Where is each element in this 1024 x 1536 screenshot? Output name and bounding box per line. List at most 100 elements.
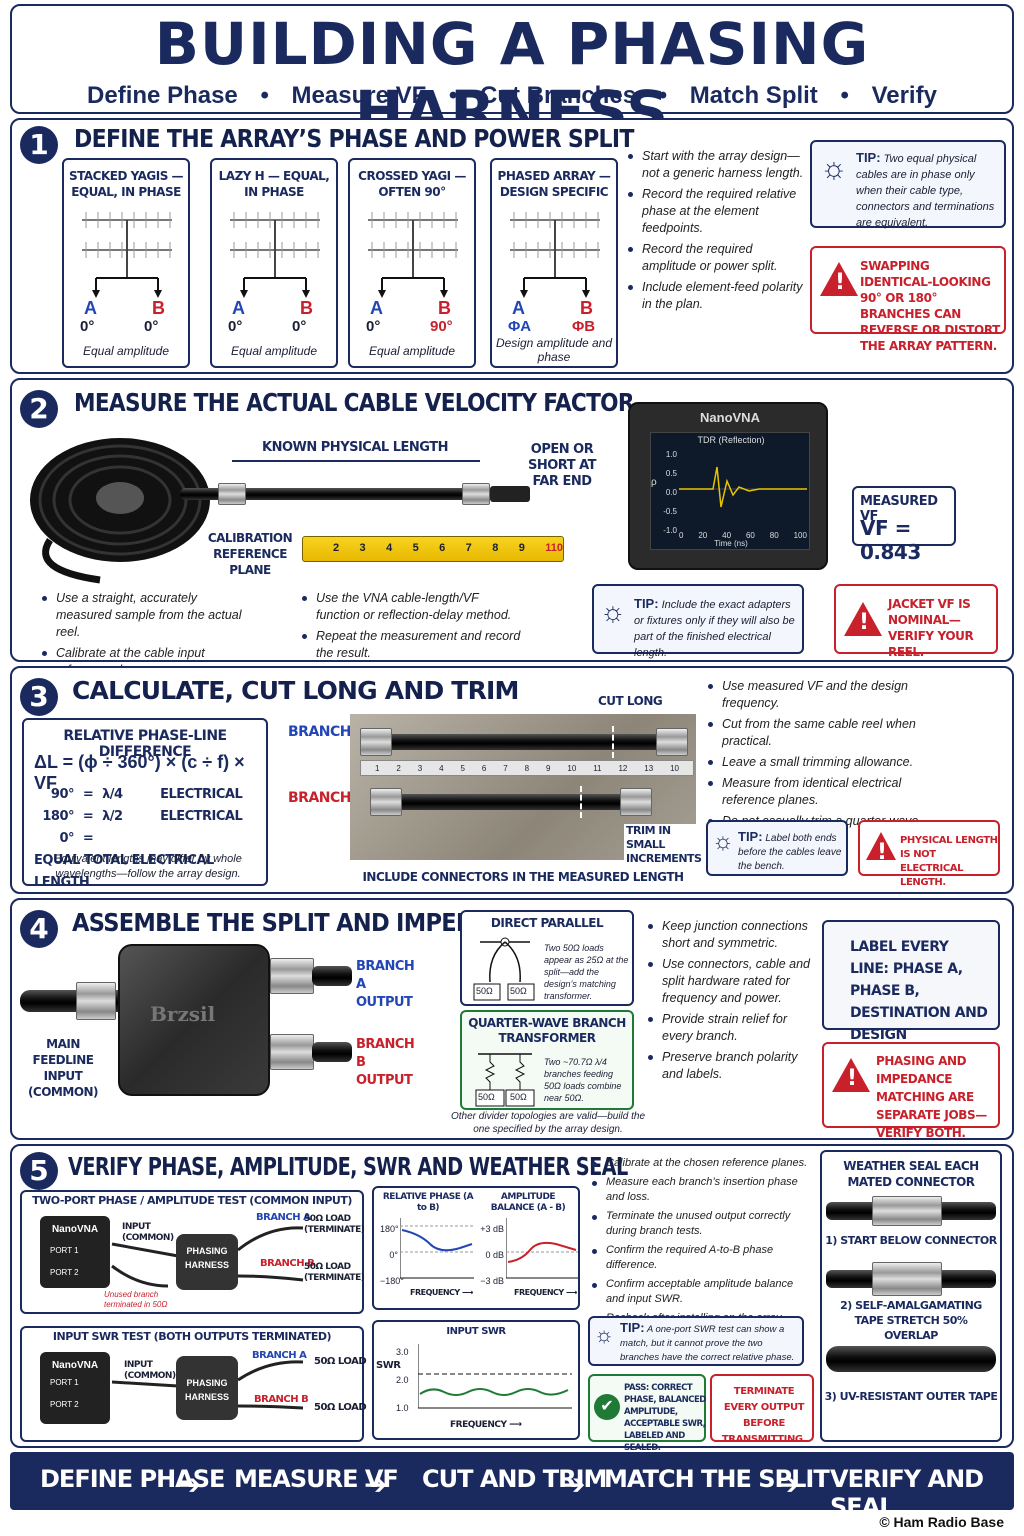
device-name: NanoVNA: [51, 1224, 99, 1235]
section-5-number: 5: [20, 1152, 58, 1190]
warning-text: PHASING AND IMPEDANCE MATCHING ARE SEPAR…: [876, 1054, 987, 1140]
equals: =: [82, 831, 94, 846]
branch-b-label: BRANCH B: [254, 1394, 309, 1405]
header-step: Define Phase: [87, 82, 238, 109]
bullet: Use the VNA cable-length/VF function or …: [302, 590, 522, 624]
test-title: TWO-PORT PHASE / AMPLITUDE TEST (COMMON …: [32, 1194, 352, 1207]
label-every-line-box: LABEL EVERY LINE: PHASE A, PHASE B, DEST…: [822, 920, 1000, 1065]
chart-title: AMPLITUDE BALANCE (A - B): [490, 1192, 566, 1213]
harness-label: PHASING HARNESS: [184, 1378, 229, 1402]
qw-title: QUARTER-WAVE BRANCH TRANSFORMER: [468, 1016, 626, 1045]
tip-text: TIP: Label both ends before the cables l…: [738, 830, 848, 874]
dp-text: Two 50Ω loads appear as 25Ω at the split…: [544, 943, 629, 1001]
phase-amplitude-chart-box: RELATIVE PHASE (A to B) AMPLITUDE BALANC…: [372, 1186, 580, 1310]
tape-tick: 8: [492, 542, 499, 554]
card-footer: Equal amplitude: [368, 344, 456, 358]
bullet: Record the required relative phase at th…: [628, 186, 808, 237]
tape-tick: 4: [386, 542, 393, 554]
ruler-tick: 8: [524, 764, 530, 773]
phase-a: 0°: [366, 318, 381, 335]
connector: [872, 1262, 942, 1296]
pass-text: PASS: CORRECT PHASE, BALANCED AMPLITUDE,…: [624, 1383, 706, 1453]
seal-step: 2) SELF-AMALGAMATING TAPE STRETCH 50% OV…: [840, 1299, 982, 1342]
section-3-tip: ☼ TIP: Label both ends before the cables…: [706, 820, 848, 876]
tip-text: TIP: A one-port SWR test can show a matc…: [620, 1321, 804, 1365]
unused-branch-note: Unused branch terminated in 50Ω: [104, 1290, 168, 1309]
quarter-wave-schematic: [475, 1053, 535, 1107]
swr-wiring: [111, 1360, 304, 1410]
x-label: FREQUENCY ⟶: [514, 1288, 577, 1297]
tick-label: 0.5: [665, 469, 677, 478]
ruler-tick: 10: [670, 764, 679, 773]
tdr-title: TDR (Reflection): [697, 435, 765, 445]
tip-label: TIP:: [620, 1320, 645, 1335]
warning-text: TERMINATE EVERY OUTPUT BEFORE TRANSMITTI…: [721, 1386, 807, 1445]
card-footer: Equal amplitude: [230, 344, 318, 358]
port-label: PORT 1: [50, 1378, 79, 1387]
ruler-tick: 9: [546, 764, 551, 773]
section-1-number: 1: [20, 126, 58, 164]
bullet: Terminate the unused output correctly du…: [592, 1209, 808, 1239]
bullet: Use a straight, accurately measured samp…: [42, 590, 252, 641]
sample-cable: [180, 488, 480, 500]
connector: [620, 788, 652, 816]
section-2-warning: JACKET VF IS NOMINAL—VERIFY YOUR REEL.: [834, 584, 998, 659]
header-step: Match Split: [689, 82, 818, 109]
branch-a-output-cable: [312, 966, 352, 986]
antenna-icon: [510, 212, 600, 298]
tick-label: 0.0: [665, 488, 677, 497]
credit: © Ham Radio Base: [879, 1514, 1004, 1530]
tick-label: 0: [679, 531, 684, 540]
branch-a-label: BRANCH A: [256, 1212, 311, 1223]
tick-label: 2.0: [396, 1375, 409, 1385]
phase-a: 0°: [228, 318, 243, 335]
connector: [872, 1196, 942, 1226]
main-feedline-label: MAIN FEEDLINE INPUT (COMMON): [27, 1037, 99, 1099]
cut-mark: [612, 726, 614, 758]
tip-text: TIP: Include the exact adapters or fixtu…: [634, 596, 800, 661]
tip-body: Two equal physical cables are in phase o…: [856, 153, 995, 229]
section-3-warning: PHYSICAL LENGTH IS NOT ELECTRICAL LENGTH…: [858, 820, 1000, 888]
array-card: LAZY H — EQUAL, IN PHASE A B 0° 0° Equal…: [210, 158, 338, 368]
tick-label: 80: [769, 531, 779, 540]
sealed-connector-3: [826, 1346, 996, 1372]
test-title: INPUT SWR TEST (BOTH OUTPUTS TERMINATED): [52, 1330, 332, 1343]
tick-label: 0 dB: [485, 1250, 504, 1260]
seal-step: 3) UV-RESISTANT OUTER TAPE: [824, 1390, 998, 1403]
ruler-tick: 1: [375, 764, 380, 773]
section-2-number: 2: [20, 390, 58, 428]
tick-label: 1.0: [665, 450, 677, 459]
formula-row: 0° = EQUAL TOTAL ELECTRICAL LENGTH: [34, 828, 266, 894]
section-4-warning: PHASING AND IMPEDANCE MATCHING ARE SEPAR…: [822, 1042, 1000, 1140]
tdr-trace: [679, 466, 807, 508]
bullet: Cut from the same cable reel when practi…: [708, 716, 936, 750]
device-name: NanoVNA: [700, 410, 760, 425]
known-length-label: KNOWN PHYSICAL LENGTH: [262, 440, 448, 455]
load-label: 50Ω LOAD: [314, 1356, 367, 1367]
section-5-title: VERIFY PHASE, AMPLITUDE, SWR AND WEATHER…: [68, 1152, 628, 1181]
nanovna-device: NanoVNA PORT 1 PORT 2: [40, 1216, 110, 1288]
lightbulb-icon: ☼: [594, 1322, 615, 1347]
flow-step: MEASURE VF: [234, 1465, 399, 1493]
bullet: Measure from identical electrical refere…: [708, 775, 936, 809]
branch-b-output-label: BRANCH B OUTPUT: [356, 1037, 415, 1088]
formula-note: Equivalent lengths may differ by whole w…: [54, 853, 242, 880]
device-name: NanoVNA: [51, 1360, 99, 1371]
warning-text: JACKET VF IS NOMINAL—VERIFY YOUR REEL.: [888, 597, 974, 659]
bullet: Calibrate at the chosen reference planes…: [592, 1156, 808, 1171]
array-card: STACKED YAGIS — EQUAL, IN PHASE A B 0° 0…: [62, 158, 190, 368]
load-label: 50Ω: [478, 1092, 495, 1102]
bullet: Keep junction connections short and symm…: [648, 918, 816, 952]
branch-b-label: BRANCH B: [288, 790, 366, 806]
arrow-right-icon: ➔: [178, 1469, 202, 1500]
ruler-tick: 11: [593, 764, 602, 773]
ruler-tick: 4: [439, 764, 444, 773]
arrow-right-icon: ➔: [776, 1469, 800, 1500]
branch-b-cable: [380, 794, 640, 810]
port-a-label: A: [512, 298, 525, 318]
connector: [462, 483, 490, 505]
phase-b: 0°: [292, 318, 307, 335]
header-dot: •: [260, 82, 269, 109]
antenna-icon: [230, 212, 320, 298]
